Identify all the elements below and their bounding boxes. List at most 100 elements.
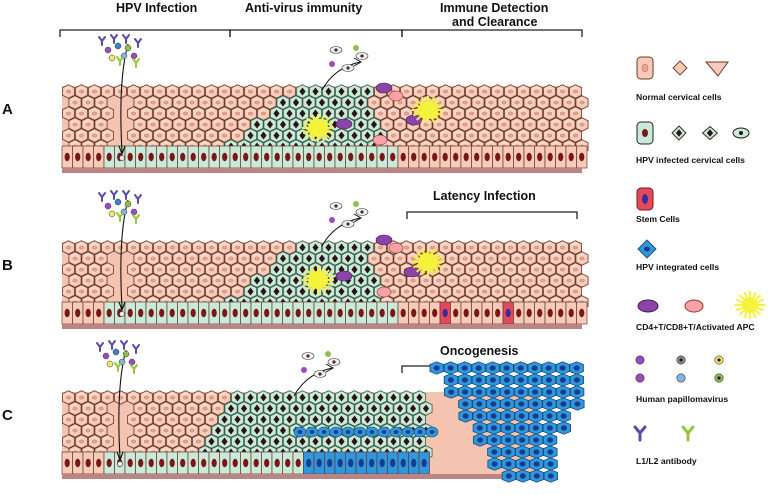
infected-nucleus [266, 426, 274, 435]
normal-nucleus [436, 122, 442, 127]
normal-nucleus [501, 100, 507, 105]
basal-nucleus [306, 152, 312, 162]
integrated-nucleus [381, 430, 387, 434]
integrated-nucleus [546, 413, 553, 419]
virus-particle [353, 45, 359, 51]
infected-nucleus [357, 120, 365, 129]
normal-nucleus [157, 133, 162, 138]
integrated-nucleus [490, 401, 497, 407]
normal-nucleus [176, 428, 182, 433]
infected-nucleus [390, 393, 397, 402]
infected-nucleus [286, 415, 293, 424]
infected-nucleus [240, 426, 248, 435]
infected-nucleus [292, 254, 300, 263]
normal-nucleus [157, 395, 162, 400]
normal-nucleus [183, 395, 188, 400]
virus-entry-arrow [120, 199, 129, 309]
basal-nucleus [358, 458, 364, 468]
legend-icons [633, 56, 765, 442]
basal-nucleus [421, 152, 427, 162]
antibody [98, 192, 106, 202]
normal-nucleus [85, 278, 91, 283]
infected-nucleus [247, 437, 254, 446]
normal-nucleus [183, 245, 188, 250]
normal-nucleus [430, 245, 435, 250]
basal-nucleus [505, 152, 511, 162]
basal-nucleus [180, 308, 186, 318]
basal-nucleus [327, 152, 333, 162]
basal-nucleus [243, 152, 249, 162]
infected-nucleus [416, 437, 423, 446]
legend-virus-icon [676, 373, 686, 383]
integrated-nucleus [417, 430, 423, 434]
integrated-nucleus [517, 365, 524, 371]
activated-apc [412, 96, 444, 124]
basal-nucleus [379, 458, 385, 468]
normal-nucleus [150, 100, 156, 105]
normal-nucleus [449, 256, 455, 261]
integrated-nucleus [560, 425, 567, 431]
normal-nucleus [137, 278, 143, 283]
normal-nucleus [144, 395, 149, 400]
basal-nucleus [358, 308, 364, 318]
header-hpv-infection: HPV Infection [116, 1, 197, 15]
normal-nucleus [157, 439, 162, 444]
infected-nucleus [253, 404, 261, 413]
basal-nucleus [337, 308, 343, 318]
basal-nucleus [64, 458, 70, 468]
normal-nucleus [449, 278, 455, 283]
normal-nucleus [144, 245, 149, 250]
normal-nucleus [189, 100, 195, 105]
normal-nucleus [534, 245, 539, 250]
normal-nucleus [131, 289, 136, 294]
normal-nucleus [534, 133, 539, 138]
header-oncogenesis: Oncogenesis [440, 344, 519, 358]
shed-nucleus [318, 372, 322, 376]
normal-nucleus [189, 122, 195, 127]
normal-nucleus [163, 428, 169, 433]
integrated-nucleus [533, 473, 540, 479]
antibody [132, 214, 140, 224]
infected-nucleus [279, 426, 287, 435]
basal-nucleus [190, 308, 196, 318]
infected-nucleus [422, 404, 430, 413]
normal-nucleus [430, 289, 435, 294]
normal-nucleus [261, 267, 266, 272]
normal-nucleus [66, 439, 71, 444]
normal-nucleus [573, 267, 578, 272]
infected-nucleus [318, 98, 326, 107]
infected-nucleus [377, 415, 384, 424]
normal-nucleus [521, 289, 526, 294]
normal-nucleus [579, 122, 585, 127]
normal-nucleus [573, 111, 578, 116]
normal-nucleus [508, 245, 513, 250]
basal-nucleus [159, 152, 165, 162]
basal-nucleus [138, 152, 144, 162]
normal-nucleus [495, 245, 500, 250]
normal-nucleus [131, 417, 136, 422]
infected-nucleus [351, 131, 358, 140]
normal-nucleus [66, 111, 71, 116]
normal-nucleus [566, 100, 572, 105]
normal-nucleus [144, 111, 149, 116]
normal-nucleus [105, 439, 110, 444]
integrated-nucleus [504, 389, 511, 395]
basal-nucleus [411, 458, 417, 468]
normal-nucleus [85, 122, 91, 127]
normal-nucleus [72, 100, 78, 105]
normal-nucleus [547, 267, 552, 272]
virus-particle [130, 208, 138, 216]
legend-virus-core [679, 358, 683, 362]
normal-nucleus [163, 406, 169, 411]
normal-nucleus [501, 122, 507, 127]
shed-nucleus [346, 66, 350, 70]
integrated-nucleus [573, 377, 580, 383]
integrated-nucleus [489, 377, 496, 383]
infected-nucleus [351, 415, 358, 424]
basal-nucleus [96, 308, 102, 318]
infected-nucleus [409, 404, 417, 413]
normal-nucleus [72, 122, 78, 127]
basal-nucleus [264, 152, 270, 162]
infected-nucleus [279, 276, 287, 285]
infected-nucleus [325, 437, 332, 446]
